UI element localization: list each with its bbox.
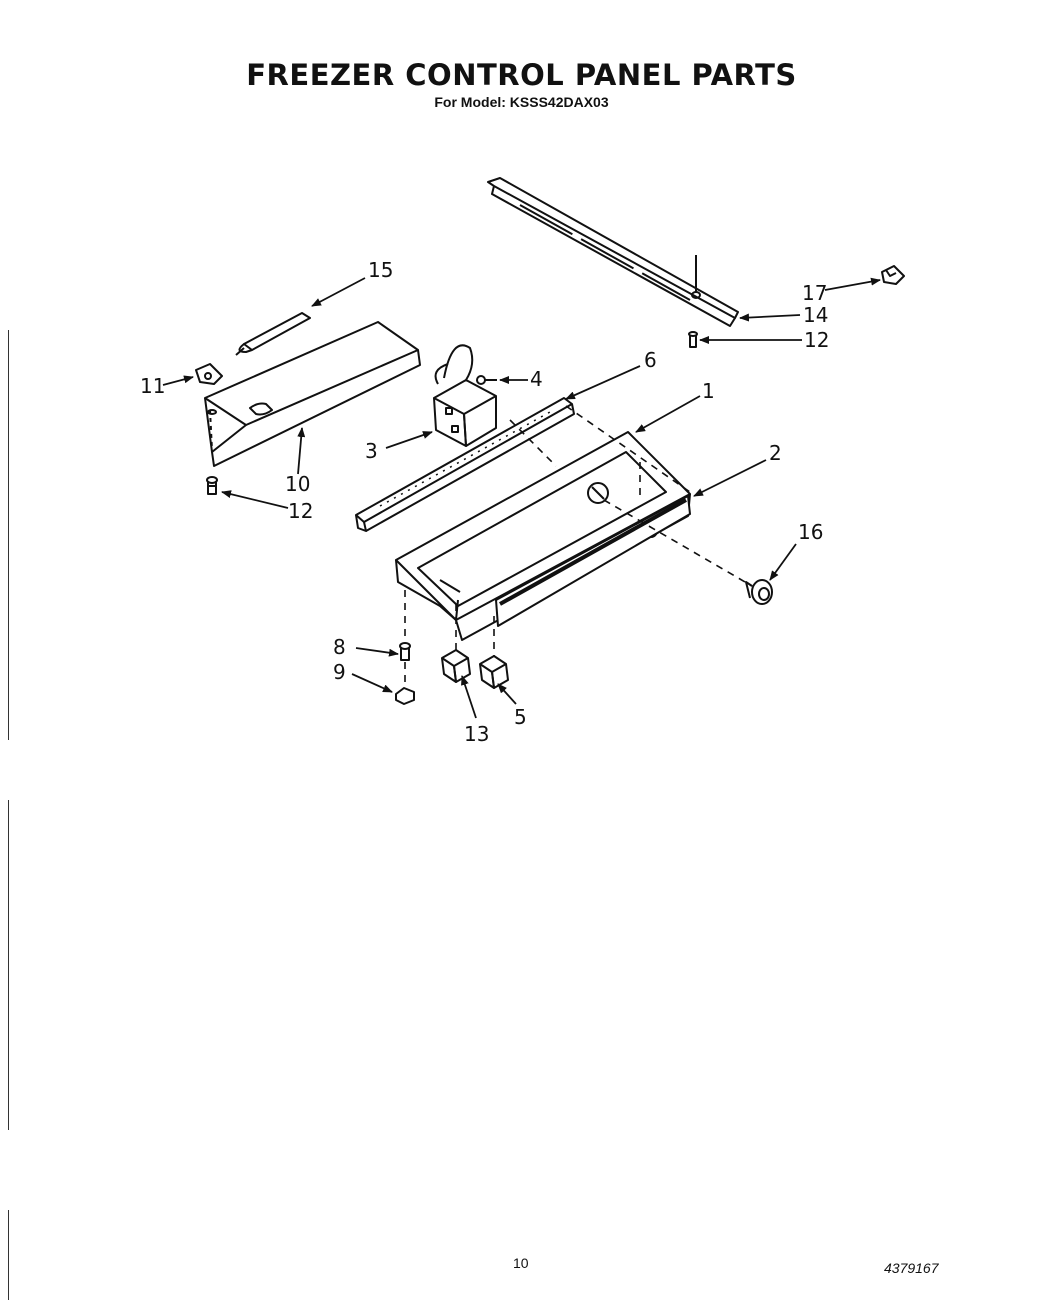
callout-16: 16 xyxy=(798,520,823,544)
part-11-clip xyxy=(195,363,223,385)
model-subtitle: For Model: KSSS42DAX03 xyxy=(434,94,609,110)
callout-17: 17 xyxy=(802,281,827,305)
callout-12-right: 12 xyxy=(804,328,829,352)
scan-edge-line-top xyxy=(8,330,9,740)
part-13-sensor-tube xyxy=(235,312,311,356)
part-5-switch xyxy=(479,655,509,689)
scan-edge-line-middle xyxy=(8,800,9,1130)
part-17-clip xyxy=(881,265,905,285)
callout-10: 10 xyxy=(285,472,310,496)
document-number: 4379167 xyxy=(884,1260,939,1276)
page-number: 10 xyxy=(513,1255,529,1271)
callout-14: 14 xyxy=(803,303,828,327)
callout-15: 13 xyxy=(464,722,489,746)
callout-4: 4 xyxy=(530,367,543,391)
callout-9: 9 xyxy=(333,660,346,684)
part-16-knob xyxy=(745,579,773,605)
part-4-screw xyxy=(476,375,497,385)
part-15-switch xyxy=(441,649,471,683)
callout-1: 1 xyxy=(702,379,715,403)
callout-12-left: 12 xyxy=(288,499,313,523)
part-6-gasket-strip xyxy=(355,397,575,532)
part-14-bracket xyxy=(487,177,739,327)
scan-edge-line-bottom xyxy=(8,1210,9,1300)
callout-6: 6 xyxy=(644,348,657,372)
page-title: FREEZER CONTROL PANEL PARTS xyxy=(246,58,797,92)
part-9-nut xyxy=(395,687,415,705)
leader-lines xyxy=(162,277,881,719)
callout-3: 3 xyxy=(365,439,378,463)
callout-11: 11 xyxy=(140,374,165,398)
part-10-bracket xyxy=(204,321,421,467)
part-12-screw-right xyxy=(688,331,698,348)
callout-8: 8 xyxy=(333,635,346,659)
callout-2: 2 xyxy=(769,441,782,465)
callout-labels: 15 17 14 12 11 4 6 1 3 2 10 12 16 8 9 5 … xyxy=(140,258,829,746)
part-8-screw xyxy=(399,642,411,661)
part-12-screw-left xyxy=(206,476,218,495)
assembly-lines xyxy=(404,405,753,688)
part-2-faceplate xyxy=(495,495,691,627)
part-3-thermostat xyxy=(433,344,497,447)
callout-13: 15 xyxy=(368,258,393,282)
callout-5: 5 xyxy=(514,705,527,729)
